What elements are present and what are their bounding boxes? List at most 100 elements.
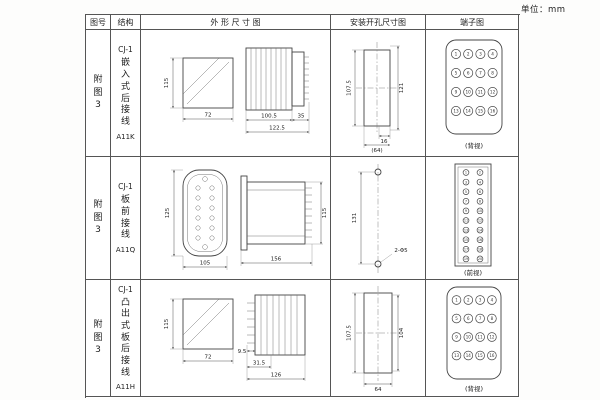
terminal-circle <box>463 350 474 361</box>
terminal-number: 12 <box>478 218 482 222</box>
view-label: (背视) <box>465 384 483 393</box>
terminal-circle <box>476 178 484 185</box>
dim-label: 72 <box>204 112 211 118</box>
terminal-circle <box>462 207 470 214</box>
terminal-number: 12 <box>490 89 496 94</box>
dim-label: 9.5 <box>237 349 246 355</box>
view-label: (前视) <box>464 268 482 277</box>
terminal-circle <box>462 197 470 205</box>
mounting-cell-row2: 131 2-Φ5 <box>331 157 426 280</box>
terminal-circle <box>451 332 462 342</box>
terminal-circle <box>462 235 470 243</box>
terminal-number: 7 <box>479 70 482 75</box>
terminal-circle <box>462 226 470 233</box>
mounting-drawing-a11k: 107.5 121 16 (64) <box>347 41 405 154</box>
terminal-circle <box>463 332 474 342</box>
terminal-circle <box>451 48 461 59</box>
terminal-number: 4 <box>491 297 494 302</box>
terminal-number: 3 <box>465 180 467 184</box>
terminal-circle <box>463 313 474 324</box>
terminal-number: 10 <box>478 209 482 213</box>
terminal-circle <box>476 226 484 233</box>
terminal-circle <box>487 350 497 361</box>
fig-no-text: 附图3 <box>93 320 103 356</box>
dim-label: 104 <box>399 327 405 338</box>
terminal-circle <box>475 48 486 59</box>
model-label: CJ-1 <box>118 182 133 192</box>
fig-no-text: 附图3 <box>93 75 103 111</box>
terminal-circle <box>475 67 486 78</box>
terminal-circle <box>451 350 462 361</box>
terminal-number: 9 <box>465 209 467 213</box>
terminal-number: 3 <box>479 297 482 302</box>
terminal-circle <box>476 235 484 243</box>
terminal-number: 18 <box>478 247 482 251</box>
structure-desc: 板前接线 <box>120 195 130 241</box>
side-view <box>245 47 309 110</box>
terminal-circle <box>475 295 485 305</box>
dim-label: 31.5 <box>252 361 265 367</box>
terminal-number: 4 <box>479 180 481 184</box>
terminal-number: 16 <box>478 237 482 241</box>
terminal-number: 14 <box>466 353 472 358</box>
terminal-circle <box>462 187 470 195</box>
side-view <box>246 294 305 356</box>
view-label: (背视) <box>465 141 483 150</box>
terminal-number: 5 <box>455 316 458 321</box>
type-code: A11H <box>116 383 135 392</box>
mounting-cell-row3: 107.5 104 64 <box>331 280 426 397</box>
terminal-circle <box>462 245 470 253</box>
terminal-circle <box>451 295 462 305</box>
mounting-drawing-a11h: 107.5 104 64 <box>347 286 405 393</box>
terminal-circle <box>475 350 485 361</box>
structure-row1: CJ-1 嵌入式后接线 A11K <box>111 30 141 157</box>
spec-table: 图号 结构 外 形 尺 寸 图 安装开孔尺寸图 端子图 附图3 CJ-1 嵌入式… <box>85 14 520 398</box>
col-header-structure: 结构 <box>111 15 141 30</box>
terminal-circle <box>476 187 484 195</box>
terminal-circle <box>462 168 470 176</box>
terminal-circle <box>463 86 474 97</box>
terminal-number: 11 <box>478 89 484 94</box>
terminal-number: 14 <box>466 108 472 113</box>
col-header-terminal: 端子图 <box>426 15 519 30</box>
outline-drawing-a11k: 115 72 <box>164 47 309 134</box>
terminal-circle <box>475 332 485 342</box>
terminal-number: 2 <box>467 51 470 56</box>
terminal-circle <box>487 105 498 116</box>
terminal-circle <box>487 313 497 324</box>
terminal-circle <box>476 245 484 253</box>
type-code: A11Q <box>115 245 136 254</box>
terminal-number: 7 <box>465 199 467 203</box>
structure-desc: 凸出式板后接线 <box>120 297 130 378</box>
terminal-circle <box>487 332 497 342</box>
model-label: CJ-1 <box>118 284 133 294</box>
terminal-circle <box>487 295 497 305</box>
terminal-circle <box>487 67 498 78</box>
structure-row3: CJ-1 凸出式板后接线 A11H <box>111 280 141 397</box>
terminal-circle <box>462 255 470 262</box>
dim-label: 2-Φ5 <box>394 248 408 254</box>
terminal-number: 16 <box>489 353 495 358</box>
front-view <box>182 169 227 256</box>
col-header-outline: 外 形 尺 寸 图 <box>141 15 331 30</box>
dim-label: (64) <box>371 148 382 154</box>
dim-label: 125 <box>165 207 171 218</box>
terminal-circle <box>487 48 498 59</box>
terminal-circle <box>487 86 498 97</box>
dim-label: 100.5 <box>261 113 277 119</box>
dim-label: 72 <box>204 355 211 361</box>
fig-no-row1: 附图3 <box>86 30 111 157</box>
terminal-number: 14 <box>478 228 482 232</box>
terminal-number: 11 <box>464 218 468 222</box>
front-view <box>182 298 233 350</box>
dim-label: 122.5 <box>269 125 285 131</box>
terminal-number: 17 <box>464 247 468 251</box>
terminal-number: 9 <box>455 89 458 94</box>
terminal-number: 6 <box>467 70 470 75</box>
terminal-circle <box>451 313 462 324</box>
